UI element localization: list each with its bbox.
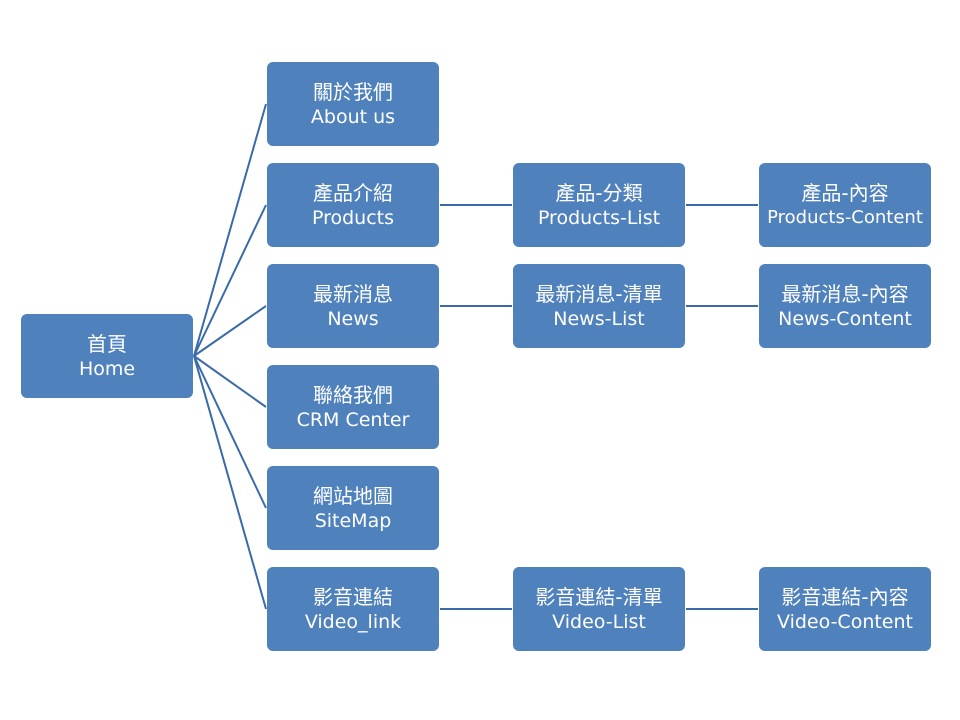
node-video-list-zh-label: 影音連結-清單 (535, 584, 663, 609)
node-news-en-label: News (327, 307, 379, 330)
node-products-content-en-label: Products-Content (767, 206, 923, 228)
node-sitemap-zh-label: 網站地圖 (313, 483, 393, 508)
node-video[interactable]: 影音連結 Video_link (267, 567, 439, 651)
node-crm[interactable]: 聯絡我們 CRM Center (267, 365, 439, 449)
node-news-content-en-label: News-Content (778, 307, 912, 330)
node-products-list-en-label: Products-List (537, 206, 661, 229)
node-sitemap[interactable]: 網站地圖 SiteMap (267, 466, 439, 550)
node-video-en-label: Video_link (304, 610, 402, 633)
connector-home-products (193, 204, 267, 357)
node-products-list-zh-label: 產品-分類 (555, 180, 643, 205)
connector-home-news (193, 305, 267, 357)
connector-home-sitemap (193, 355, 267, 509)
node-products-zh-label: 產品介紹 (313, 180, 393, 205)
node-home-zh-label: 首頁 (87, 331, 127, 356)
node-sitemap-en-label: SiteMap (314, 509, 392, 532)
node-video-content[interactable]: 影音連結-內容 Video-Content (759, 567, 931, 651)
node-video-content-zh-label: 影音連結-內容 (781, 584, 909, 609)
node-news[interactable]: 最新消息 News (267, 264, 439, 348)
node-products-list[interactable]: 產品-分類 Products-List (513, 163, 685, 247)
node-video-list[interactable]: 影音連結-清單 Video-List (513, 567, 685, 651)
node-products-content[interactable]: 產品-內容 Products-Content (759, 163, 931, 247)
node-news-list-zh-label: 最新消息-清單 (535, 281, 663, 306)
node-products[interactable]: 產品介紹 Products (267, 163, 439, 247)
node-video-content-en-label: Video-Content (776, 610, 913, 633)
node-about-en-label: About us (310, 105, 396, 128)
node-news-list[interactable]: 最新消息-清單 News-List (513, 264, 685, 348)
connector-home-about (193, 103, 267, 357)
node-about-zh-label: 關於我們 (313, 79, 393, 104)
node-video-list-en-label: Video-List (552, 610, 646, 633)
node-news-zh-label: 最新消息 (313, 281, 393, 306)
node-video-zh-label: 影音連結 (313, 584, 393, 609)
node-products-en-label: Products (311, 206, 395, 229)
node-home-en-label: Home (78, 357, 136, 380)
node-news-list-en-label: News-List (553, 307, 645, 330)
node-home[interactable]: 首頁 Home (21, 314, 193, 398)
node-news-content[interactable]: 最新消息-內容 News-Content (759, 264, 931, 348)
connector-home-video (193, 355, 267, 610)
node-crm-zh-label: 聯絡我們 (313, 382, 393, 407)
connector-home-crm (193, 355, 267, 408)
node-about[interactable]: 關於我們 About us (267, 62, 439, 146)
node-news-content-zh-label: 最新消息-內容 (781, 281, 909, 306)
node-crm-en-label: CRM Center (296, 408, 410, 431)
node-products-content-zh-label: 產品-內容 (801, 180, 889, 205)
